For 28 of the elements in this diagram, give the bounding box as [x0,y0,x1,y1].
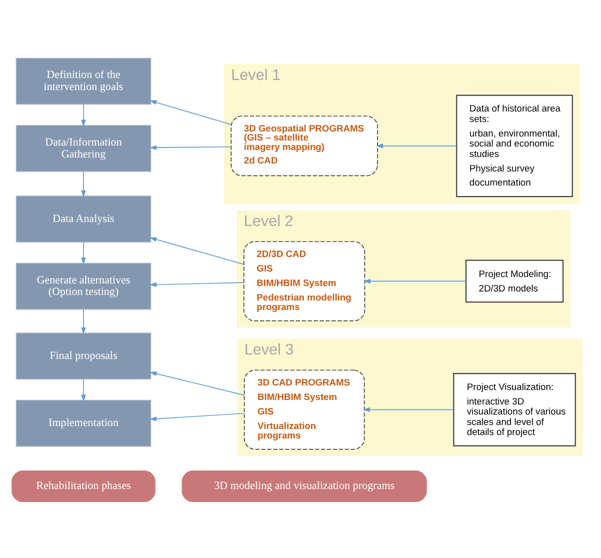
arrow [150,236,244,264]
node-box: Generate alternatives (Option testing) [16,262,152,310]
node-box: Definition of the intervention goals [16,57,152,104]
node-box: Rehabilitation phases [12,470,156,502]
node-box: 2D/3D CAD GIS BIM/HBIM System Pedestrian modelling programs [243,240,366,321]
arrow [81,378,86,401]
node-box: 3D modeling and visualization programs [182,470,427,502]
arrow [81,170,86,197]
node-box: Data/Information Gathering [16,124,152,172]
arrow [150,282,244,286]
arrow [364,278,466,284]
node-box: Project Modeling: 2D/3D models [465,259,564,302]
node-box: 3D Geospatial PROGRAMS (GIS – satellite imagery mapping) 2d CAD [230,115,378,176]
node-box: Data Analysis [16,195,152,242]
node-box: Final proposals [16,332,152,379]
arrow [81,308,86,334]
arrow [150,100,232,124]
node-box: 3D CAD PROGRAMS BIM/HBIM System GIS Virtualization programs [244,369,365,450]
arrow [81,241,86,264]
arrow [150,412,245,421]
node-box: Data of historical area sets: urban, environmental, social and economic studies Physical survey documentation [456,94,573,197]
arrow [376,143,457,148]
node-box: Project Visualization: interactive 3D visualizations of various scales and level of details of project [453,372,576,446]
arrow [81,103,86,126]
arrow [150,144,232,150]
node-box: Implementation [16,399,152,446]
arrow [150,370,245,396]
arrow [363,406,454,412]
